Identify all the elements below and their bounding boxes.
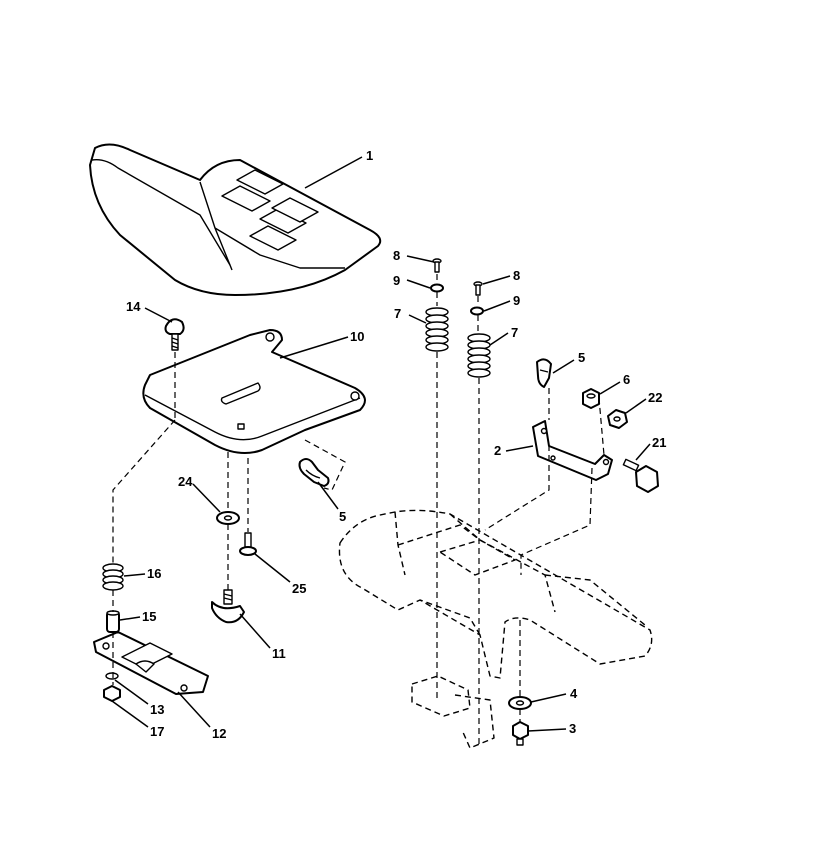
phantom-frame <box>338 509 653 749</box>
callout-2: 2 <box>494 443 501 458</box>
callout-15: 15 <box>142 609 156 624</box>
callout-11: 11 <box>272 646 286 661</box>
adjustment-knob-11 <box>211 589 245 624</box>
callout-17: 17 <box>150 724 164 739</box>
bracket-2 <box>532 420 613 481</box>
callout-8-right: 8 <box>513 268 520 283</box>
washer-9-left <box>430 283 444 293</box>
spring-7-left <box>425 307 449 352</box>
callout-3: 3 <box>569 721 576 736</box>
screw-8-right <box>473 281 483 296</box>
callout-6: 6 <box>623 372 630 387</box>
callout-21: 21 <box>652 435 666 450</box>
seat-pan <box>142 329 366 455</box>
washer-9-right <box>470 306 484 316</box>
bolt-3 <box>512 721 529 746</box>
callout-22: 22 <box>648 390 662 405</box>
callout-9-left: 9 <box>393 273 400 288</box>
spring-7-right <box>467 333 491 378</box>
spacer-15 <box>106 610 120 633</box>
hinge-clip-right <box>536 358 552 388</box>
callout-13: 13 <box>150 702 164 717</box>
washer-24 <box>216 511 240 525</box>
callout-4: 4 <box>570 686 578 701</box>
nut-6 <box>582 388 600 409</box>
hex-nut-22 <box>607 409 628 429</box>
callout-14: 14 <box>126 299 141 314</box>
seat <box>89 143 382 296</box>
callout-8-left: 8 <box>393 248 400 263</box>
bolt-21 <box>622 458 659 493</box>
shoulder-bolt-25 <box>239 532 257 556</box>
callout-7-left: 7 <box>394 306 401 321</box>
callout-25: 25 <box>292 581 306 596</box>
callout-16: 16 <box>147 566 161 581</box>
callout-24: 24 <box>178 474 193 489</box>
spring-16 <box>102 563 124 591</box>
callout-9-right: 9 <box>513 293 520 308</box>
lock-washer-13 <box>105 672 119 680</box>
callout-7-right: 7 <box>511 325 518 340</box>
callout-12: 12 <box>212 726 226 741</box>
callout-10: 10 <box>350 329 364 344</box>
screw-8-left <box>432 258 442 273</box>
callout-labels: 1 10 14 24 5 16 25 15 11 13 17 12 8 9 7 … <box>126 148 666 741</box>
callout-5-right: 5 <box>578 350 585 365</box>
callout-1: 1 <box>366 148 373 163</box>
washer-4 <box>508 696 532 710</box>
centerlines <box>112 274 605 745</box>
callout-5-left: 5 <box>339 509 346 524</box>
carriage-bolt <box>164 318 185 351</box>
slide-plate-12 <box>93 631 209 695</box>
nut-17 <box>103 685 121 702</box>
hinge-clip-left <box>298 458 330 487</box>
leader-lines <box>111 156 651 732</box>
